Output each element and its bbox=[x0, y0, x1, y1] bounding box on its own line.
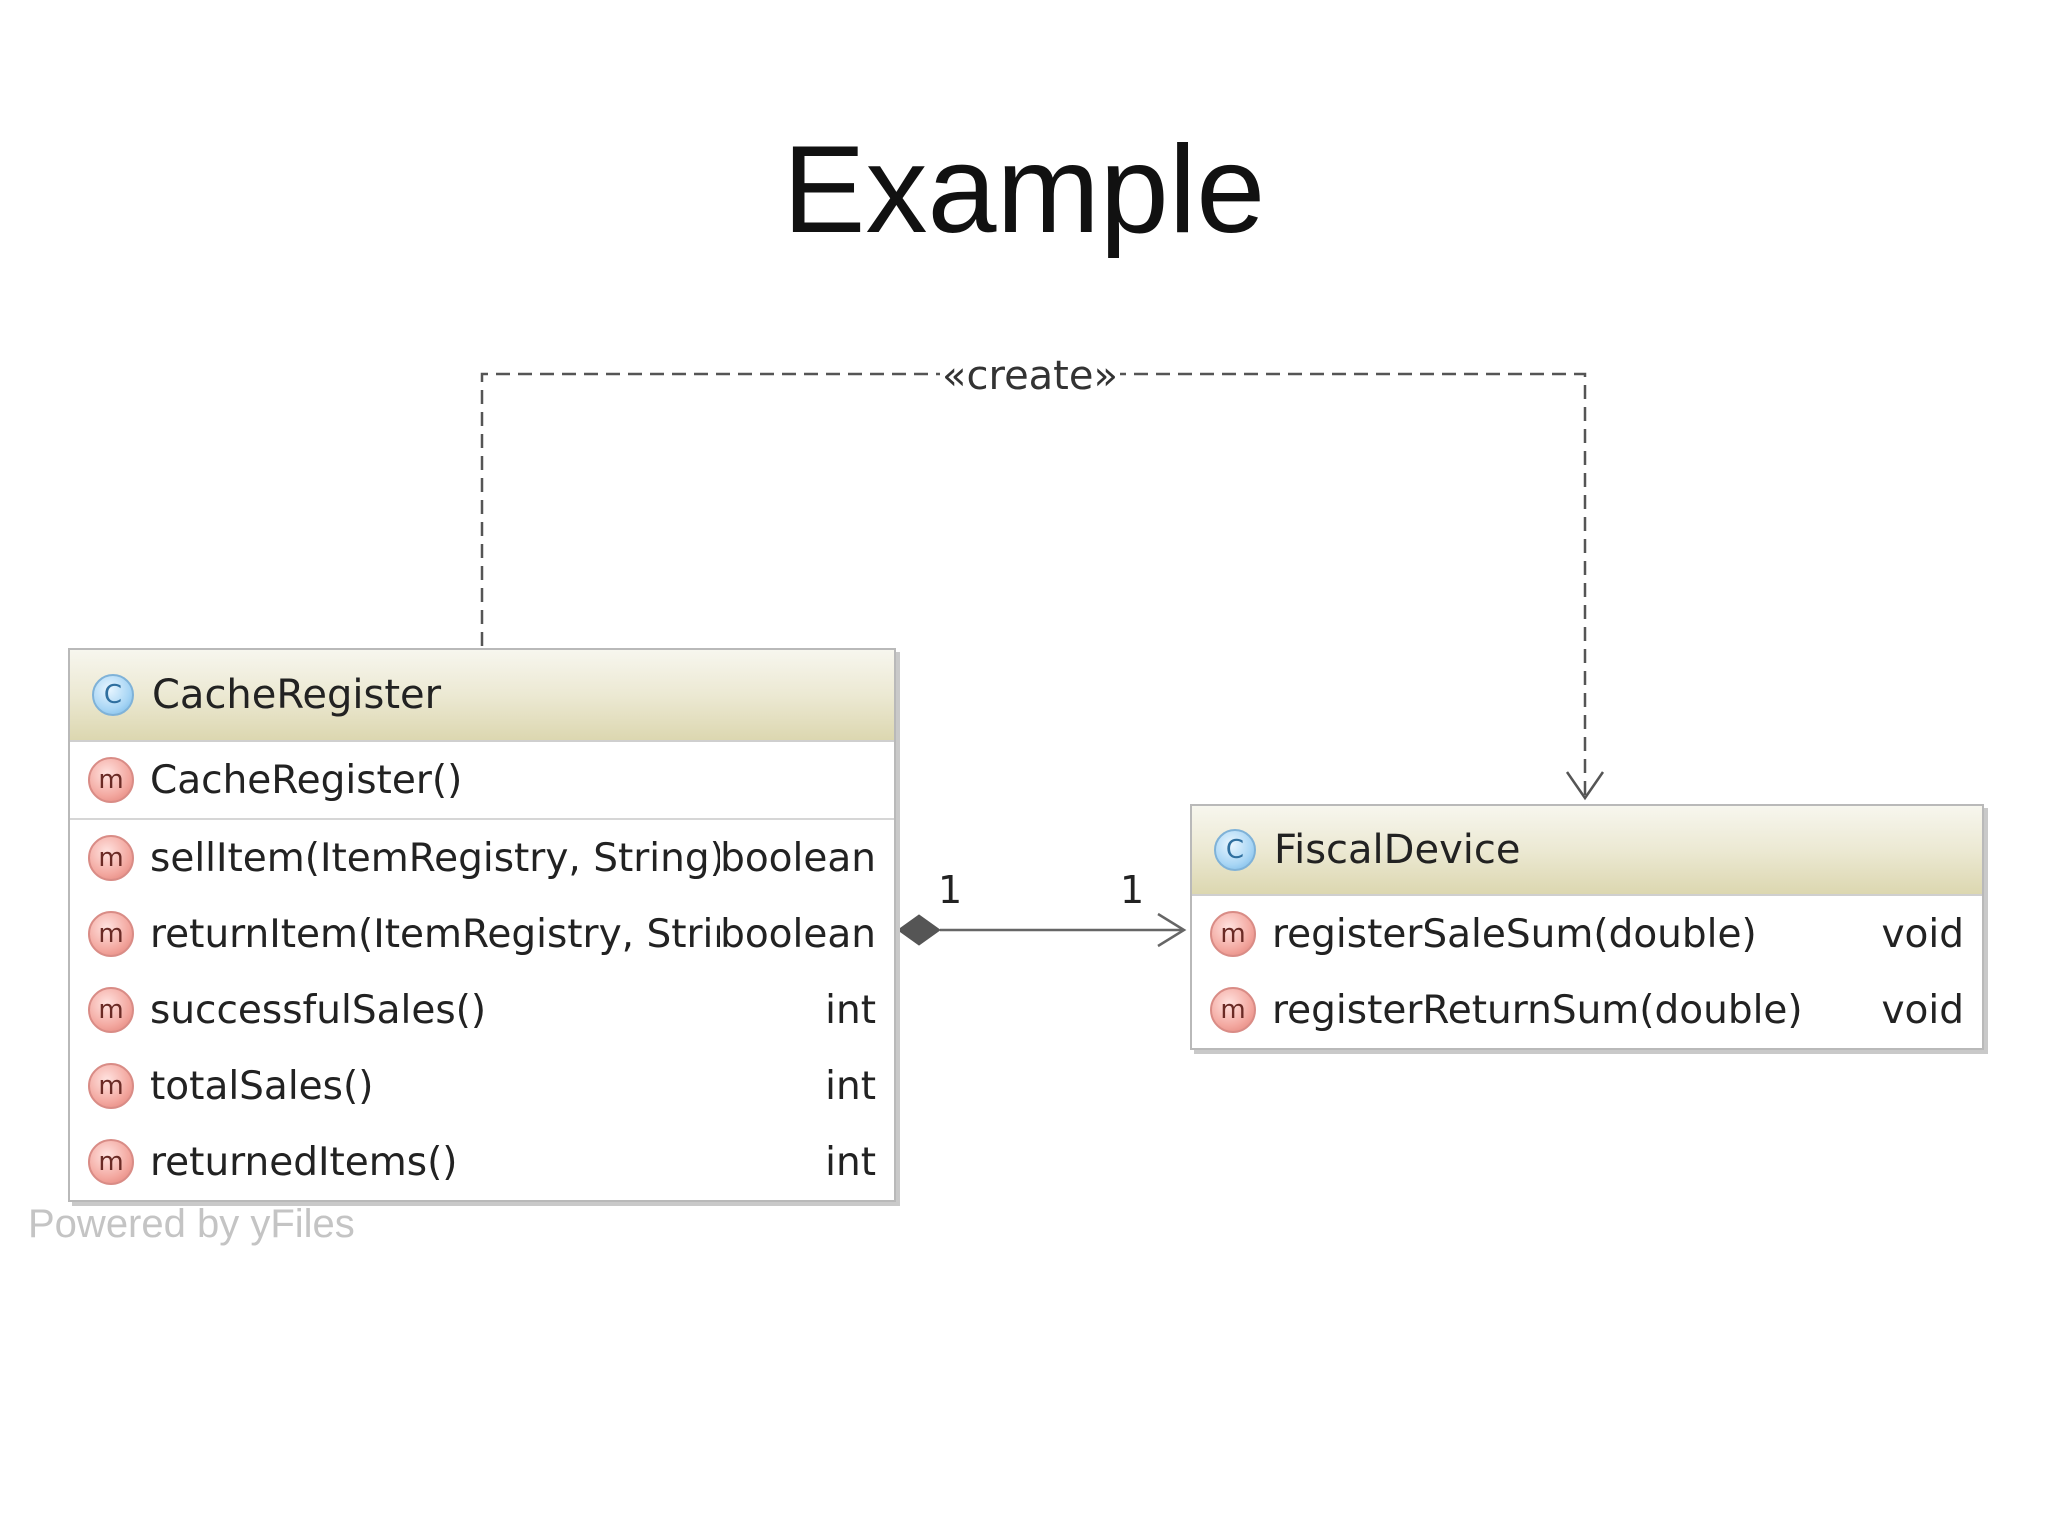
class-name: FiscalDevice bbox=[1274, 827, 1521, 873]
constructor-row[interactable]: m CacheRegister() bbox=[70, 742, 894, 818]
constructor-signature: CacheRegister() bbox=[150, 757, 463, 803]
method-signature: returnedItems() bbox=[150, 1139, 458, 1185]
method-return-type: void bbox=[1881, 911, 1964, 957]
method-return-type: int bbox=[825, 1139, 876, 1185]
create-dependency-arrowhead bbox=[1565, 771, 1605, 801]
class-header: C FiscalDevice bbox=[1192, 806, 1982, 896]
method-return-type: boolean bbox=[720, 911, 876, 957]
method-signature: returnItem(ItemRegistry, String) bbox=[150, 911, 721, 957]
method-icon: m bbox=[88, 987, 134, 1033]
method-row[interactable]: m registerReturnSum(double) void bbox=[1192, 972, 1982, 1048]
yfiles-watermark: Powered by yFiles bbox=[28, 1202, 355, 1246]
constructor-section: m CacheRegister() bbox=[70, 742, 894, 820]
composition-arrowhead bbox=[1157, 912, 1187, 948]
multiplicity-source: 1 bbox=[938, 868, 963, 912]
method-row[interactable]: m returnItem(ItemRegistry, String) boole… bbox=[70, 896, 894, 972]
class-fiscal-device[interactable]: C FiscalDevice m registerSaleSum(double)… bbox=[1190, 804, 1984, 1050]
class-name: CacheRegister bbox=[152, 672, 442, 718]
method-icon: m bbox=[88, 911, 134, 957]
method-signature: totalSales() bbox=[150, 1063, 374, 1109]
composition-diamond bbox=[897, 914, 941, 946]
method-signature: registerReturnSum(double) bbox=[1272, 987, 1803, 1033]
method-return-type: int bbox=[825, 1063, 876, 1109]
method-icon: m bbox=[1210, 987, 1256, 1033]
method-icon: m bbox=[88, 1063, 134, 1109]
method-signature: successfulSales() bbox=[150, 987, 487, 1033]
method-icon: m bbox=[88, 757, 134, 803]
method-return-type: boolean bbox=[720, 835, 876, 881]
method-signature: registerSaleSum(double) bbox=[1272, 911, 1757, 957]
class-header: C CacheRegister bbox=[70, 650, 894, 742]
class-icon: C bbox=[1214, 829, 1256, 871]
multiplicity-target: 1 bbox=[1120, 868, 1145, 912]
methods-section: m sellItem(ItemRegistry, String) boolean… bbox=[70, 820, 894, 1200]
create-stereotype-label: «create» bbox=[940, 352, 1120, 400]
class-cache-register[interactable]: C CacheRegister m CacheRegister() m sell… bbox=[68, 648, 896, 1202]
class-icon: C bbox=[92, 674, 134, 716]
method-row[interactable]: m returnedItems() int bbox=[70, 1124, 894, 1200]
method-row[interactable]: m registerSaleSum(double) void bbox=[1192, 896, 1982, 972]
methods-section: m registerSaleSum(double) void m registe… bbox=[1192, 896, 1982, 1048]
method-signature: sellItem(ItemRegistry, String) bbox=[150, 835, 721, 881]
method-row[interactable]: m totalSales() int bbox=[70, 1048, 894, 1124]
method-icon: m bbox=[88, 835, 134, 881]
method-return-type: void bbox=[1881, 987, 1964, 1033]
slide-title: Example bbox=[782, 121, 1266, 259]
method-row[interactable]: m sellItem(ItemRegistry, String) boolean bbox=[70, 820, 894, 896]
method-return-type: int bbox=[825, 987, 876, 1033]
method-icon: m bbox=[1210, 911, 1256, 957]
method-row[interactable]: m successfulSales() int bbox=[70, 972, 894, 1048]
method-icon: m bbox=[88, 1139, 134, 1185]
